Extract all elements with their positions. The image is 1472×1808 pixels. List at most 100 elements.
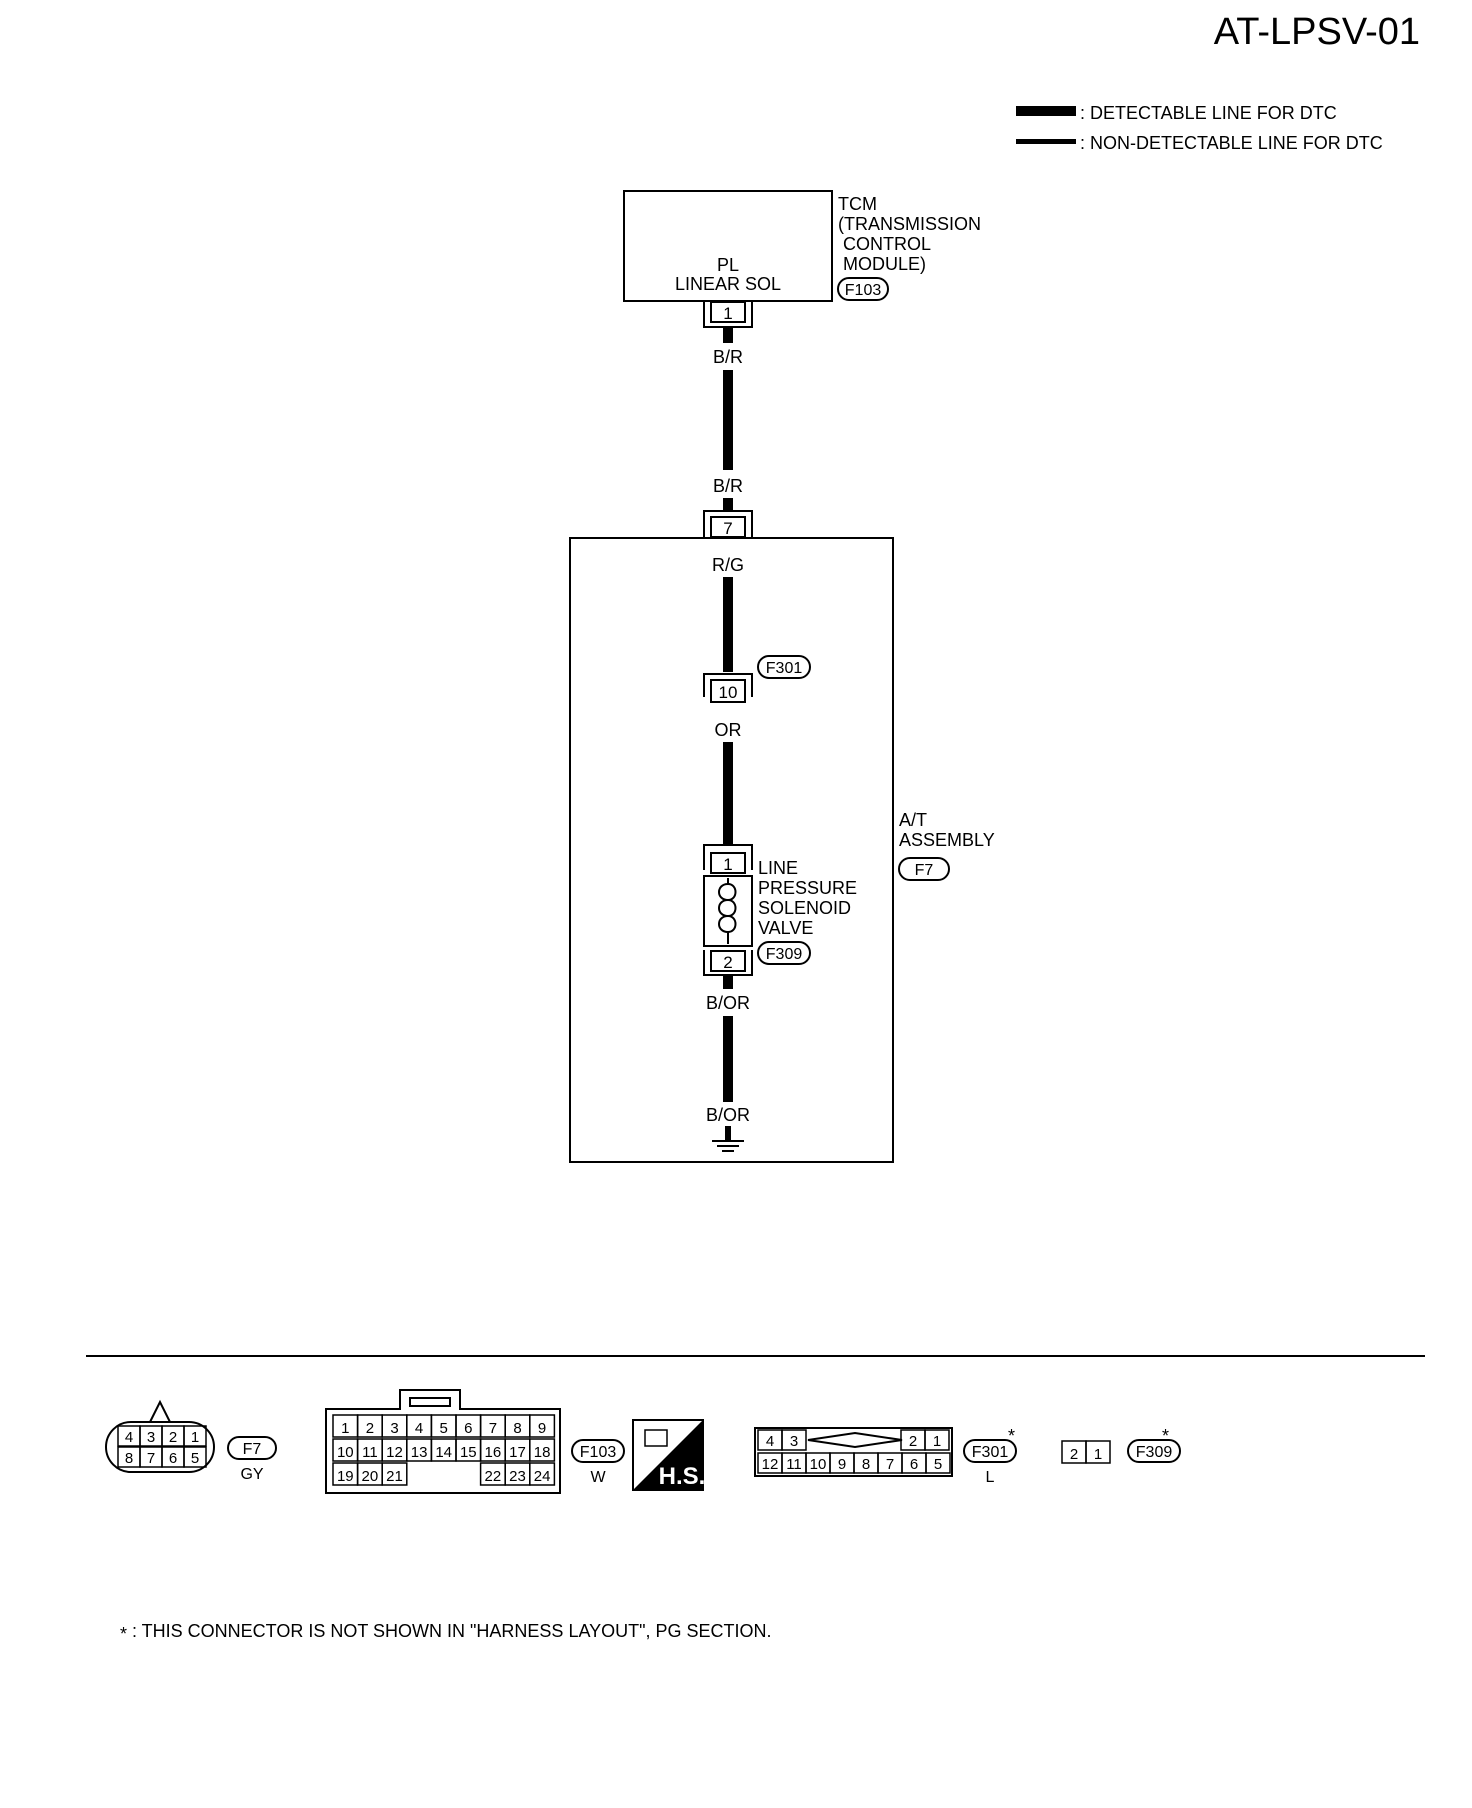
f309-view-label: F309 <box>1136 1444 1173 1461</box>
f7-key-triangle <box>148 1399 172 1423</box>
tcm-connector-label: F103 <box>845 282 882 299</box>
f103-pin-10: 10 <box>337 1444 354 1461</box>
f301-pin-12: 12 <box>762 1456 779 1473</box>
solenoid-pin-bottom: 2 <box>723 953 732 972</box>
f7-view-label: F7 <box>243 1441 262 1458</box>
f103-pin-18: 18 <box>534 1444 551 1461</box>
f103-view-label: F103 <box>580 1444 617 1461</box>
f103-pin-8: 8 <box>513 1420 521 1437</box>
solenoid-label-4: VALVE <box>758 918 813 938</box>
solenoid-pin-top: 1 <box>723 855 732 874</box>
f103-pin-17: 17 <box>509 1444 526 1461</box>
f301-pin-connector: F301 10 <box>703 655 811 703</box>
solenoid-top-bracket <box>703 844 753 870</box>
legend-thin-line <box>1016 139 1076 144</box>
f103-pin-5: 5 <box>440 1420 448 1437</box>
f301-pin-7: 7 <box>886 1456 894 1473</box>
f309-pin-2: 2 <box>1070 1446 1078 1463</box>
f7-pin-5: 5 <box>191 1450 199 1467</box>
f301-pin-1-cell <box>924 1429 950 1451</box>
solenoid-coil-icon <box>718 878 729 944</box>
wire-color-bor-top: B/OR <box>706 993 750 1013</box>
f301-housing <box>754 1427 953 1477</box>
f309-pin-1: 1 <box>1094 1446 1102 1463</box>
f103-pin-14: 14 <box>435 1444 452 1461</box>
f7-pin-5-cell <box>183 1446 207 1468</box>
tcm-label-2: (TRANSMISSION <box>838 214 981 234</box>
f301-connector-tag <box>757 655 811 679</box>
f103-pin-9-cell <box>529 1414 556 1438</box>
f301-pin-3-cell <box>781 1429 807 1451</box>
wire-segment-bor <box>723 1016 733 1102</box>
f103-latch <box>409 1397 451 1407</box>
f7-view-tag <box>227 1436 277 1460</box>
legend-thick-line <box>1016 106 1076 116</box>
f103-pin-4: 4 <box>415 1420 423 1437</box>
f103-pin-7: 7 <box>489 1420 497 1437</box>
wire-segment-rg <box>723 577 733 672</box>
f103-pin-21: 21 <box>386 1468 403 1485</box>
f309-view-tag <box>1127 1439 1181 1463</box>
f103-pin-9: 9 <box>538 1420 546 1437</box>
f309-connector-tag <box>757 941 811 965</box>
at-assembly-connector-tag <box>898 857 950 881</box>
footnote-text: : THIS CONNECTOR IS NOT SHOWN IN "HARNES… <box>132 1621 772 1641</box>
f301-pin-2: 2 <box>909 1433 917 1450</box>
f309-connector-label: F309 <box>766 946 803 963</box>
f103-housing <box>325 1389 561 1494</box>
tcm-label-1: TCM <box>838 194 877 214</box>
wire-segment-br <box>723 327 733 343</box>
f103-pin-1: 1 <box>341 1420 349 1437</box>
f7-pin-2: 2 <box>169 1429 177 1446</box>
tcm-label-3: CONTROL <box>843 234 931 254</box>
f301-key-diamond <box>807 1431 903 1449</box>
f7-pin-connector: 7 <box>703 510 753 538</box>
f7-pin-3: 3 <box>147 1429 155 1446</box>
footnote-star: * <box>120 1624 127 1644</box>
tcm-terminal-name: PL <box>717 255 739 275</box>
wire-segment-bor-short <box>723 975 733 989</box>
f301-pin-1: 1 <box>933 1433 941 1450</box>
hs-icon-connector <box>644 1429 668 1447</box>
f301-asterisk: * <box>1008 1426 1015 1446</box>
f301-pin-box <box>710 679 746 703</box>
hs-icon-fill <box>633 1420 703 1490</box>
legend-detectable-label: : DETECTABLE LINE FOR DTC <box>1080 103 1337 123</box>
f103-pin-19: 19 <box>337 1468 354 1485</box>
wire-color-bor-bottom: B/OR <box>706 1105 750 1125</box>
f103-pin-22: 22 <box>485 1468 502 1485</box>
f103-pin-24: 24 <box>534 1468 551 1485</box>
line-pressure-solenoid: 1 2 LINE PRESSURE SOLENOID VALVE F309 <box>703 844 857 976</box>
f7-pin-6: 6 <box>169 1450 177 1467</box>
f7-pin-4: 4 <box>125 1429 133 1446</box>
f309-pin-1-cell <box>1085 1440 1111 1464</box>
solenoid-body <box>703 875 753 947</box>
f7-view-color: GY <box>240 1466 263 1483</box>
f301-pin-4: 4 <box>766 1433 774 1450</box>
solenoid-pin-top-box <box>710 852 746 874</box>
tcm-label-4: MODULE) <box>843 254 926 274</box>
f103-pin-21-cell <box>381 1462 408 1486</box>
wire-color-br-bottom: B/R <box>713 476 743 496</box>
tcm-pin-box <box>710 301 746 323</box>
f103-pin-23: 23 <box>509 1468 526 1485</box>
f301-pin-5-cell <box>925 1452 951 1474</box>
f7-pin-1-cell <box>183 1425 207 1447</box>
f7-pin-8: 8 <box>125 1450 133 1467</box>
f7-pin-bracket <box>703 510 753 537</box>
f7-pin-7: 7 <box>147 1450 155 1467</box>
wire-segment-br-main <box>723 370 733 470</box>
f301-view-tag <box>963 1439 1017 1463</box>
f7-pin-1: 1 <box>191 1429 199 1446</box>
harness-symbol-icon: H.S. <box>632 1419 705 1491</box>
tcm-terminal-name-2: LINEAR SOL <box>675 274 781 294</box>
wire-color-rg: R/G <box>712 555 744 575</box>
solenoid-label-1: LINE <box>758 858 798 878</box>
tcm-connector-tag <box>837 277 889 301</box>
